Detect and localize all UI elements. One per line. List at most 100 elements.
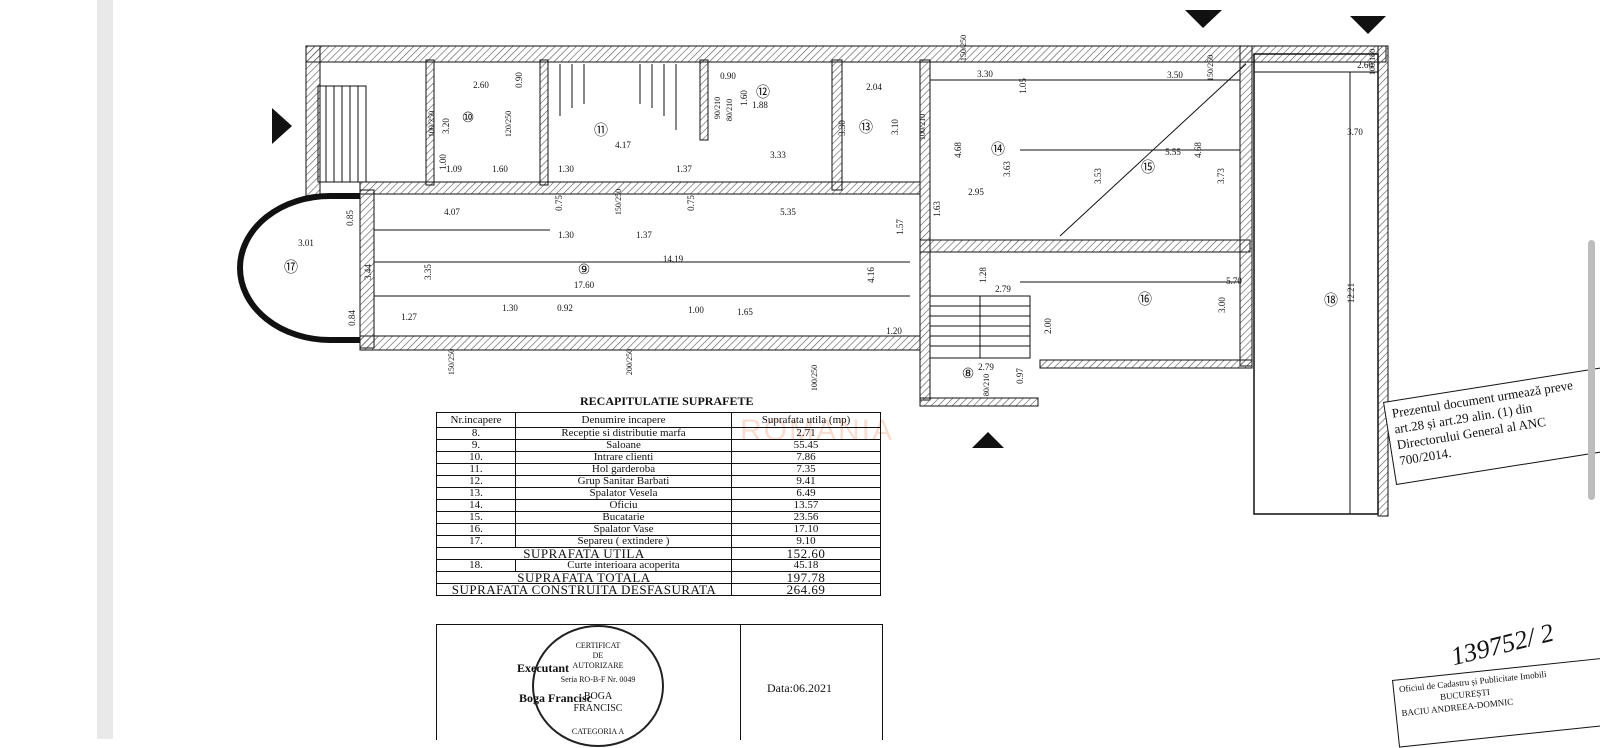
row-nr: 16. <box>436 523 516 536</box>
wall-left-lower <box>359 189 375 349</box>
dimension-label: 2.95 <box>968 187 984 197</box>
door-size-label: 200/250 <box>625 349 634 375</box>
stamp-line: CATEGORIA A <box>571 727 625 736</box>
entry-marker-top-2 <box>1350 16 1386 34</box>
row-nr: 10. <box>436 451 516 464</box>
door-size-label: 150/250 <box>614 189 623 215</box>
dimension-label: 17.60 <box>574 280 595 290</box>
dimension-label: 0.85 <box>345 210 355 226</box>
door-size-label: 100/250 <box>810 365 819 391</box>
dimension-label: 4.07 <box>444 207 460 217</box>
dimension-label: 3.30 <box>837 120 847 136</box>
dimension-label: 3.73 <box>1216 168 1226 184</box>
executant-label: Executant <box>517 661 569 675</box>
dimension-label: 0.75 <box>554 195 564 211</box>
dimension-label: 0.90 <box>514 72 524 88</box>
signature-divider <box>740 625 741 740</box>
dimension-label: 3.70 <box>1347 127 1363 137</box>
door-size-label: 150/250 <box>1206 55 1215 81</box>
executant-name: Boga Francisc <box>519 691 592 705</box>
door-size-label: 90/210 <box>713 97 722 119</box>
dimension-label: 1.30 <box>502 303 518 313</box>
dimension-label: 5.55 <box>1165 147 1181 157</box>
dimension-label: 1.37 <box>676 164 692 174</box>
row-area: 6.49 <box>731 487 881 500</box>
wall-entry-bottom <box>919 397 1039 407</box>
wall-right-outer <box>1377 45 1389 517</box>
wall-kitchen-bottom <box>919 239 1251 253</box>
row-name: Saloane <box>515 439 732 452</box>
dimension-label: 2.79 <box>995 284 1011 294</box>
door-size-label: 150/250 <box>959 35 968 61</box>
dimension-label: 0.75 <box>686 195 696 211</box>
header-name: Denumire incapere <box>515 412 732 428</box>
row-name: Intrare clienti <box>515 451 732 464</box>
row-nr: 18. <box>436 559 516 572</box>
dimension-label: 1.57 <box>895 219 905 235</box>
vertical-scrollbar[interactable] <box>1588 240 1595 500</box>
dimension-label: 3.00 <box>1217 297 1227 313</box>
wall-kitchen-right <box>1239 45 1253 367</box>
total-construita-label: SUPRAFATA CONSTRUITA DESFASURATA <box>436 583 732 596</box>
room-number-13: ⑬ <box>859 120 873 136</box>
dimension-label: 1.30 <box>558 164 574 174</box>
dimension-label: 4.68 <box>1193 142 1203 158</box>
room-number-9: ⑨ <box>578 263 591 278</box>
row-name: Bucatarie <box>515 511 732 524</box>
dimension-label: 2.60 <box>473 80 489 90</box>
door-size-label: 150/250 <box>447 349 456 375</box>
row-nr: 15. <box>436 511 516 524</box>
row-name: Hol garderoba <box>515 463 732 476</box>
authorization-stamp: CERTIFICAT DE AUTORIZARE Seria RO-B-F Nr… <box>532 625 664 747</box>
wall-partition-11 <box>539 59 549 186</box>
dimension-label: 1.37 <box>636 230 652 240</box>
dimension-label: 3.50 <box>1167 70 1183 80</box>
row-name: Spalator Vesela <box>515 487 732 500</box>
dimension-label: 3.63 <box>1002 161 1012 177</box>
row-name: Grup Sanitar Barbati <box>515 475 732 488</box>
stamp-line: BOGA <box>583 691 613 702</box>
dimension-label: 0.84 <box>347 310 357 326</box>
room-number-18: ⑱ <box>1324 293 1338 309</box>
wall-partition-13 <box>831 59 843 191</box>
dimension-label: 1.20 <box>886 326 902 336</box>
dimension-label: 5.70 <box>1226 276 1242 286</box>
dimension-label: 1.65 <box>737 307 753 317</box>
total-utila-value: 152.60 <box>731 547 881 560</box>
dimension-label: 3.30 <box>977 69 993 79</box>
wall-partition-12 <box>699 59 709 141</box>
row-name: Spalator Vase <box>515 523 732 536</box>
dimension-label: 2.79 <box>978 362 994 372</box>
stair-entry-left <box>317 85 367 183</box>
dimension-label: 3.35 <box>423 264 433 280</box>
document-date: Data:06.2021 <box>767 681 832 695</box>
dimension-label: 1.00 <box>688 305 704 315</box>
dimension-label: 1.05 <box>1018 78 1028 94</box>
row-nr: 9. <box>436 439 516 452</box>
summary-header-row: Nr.incapere Denumire incapere Suprafata … <box>436 412 881 428</box>
room-number-8: ⑧ <box>962 367 975 382</box>
stamp-line: Seria RO-B-F Nr. 0049 <box>560 675 636 684</box>
dimension-label: 3.33 <box>770 150 786 160</box>
row-nr: 17. <box>436 535 516 548</box>
row-name: Receptie si distributie marfa <box>515 427 732 440</box>
room-number-17: ⑰ <box>284 260 298 276</box>
wall-top <box>305 45 1387 63</box>
dimension-label: 0.90 <box>720 71 736 81</box>
dimension-label: 1.60 <box>492 164 508 174</box>
dimension-label: 1.27 <box>401 312 417 322</box>
wall-lower-right-bottom <box>1039 359 1253 369</box>
wall-partition-10 <box>425 59 435 186</box>
